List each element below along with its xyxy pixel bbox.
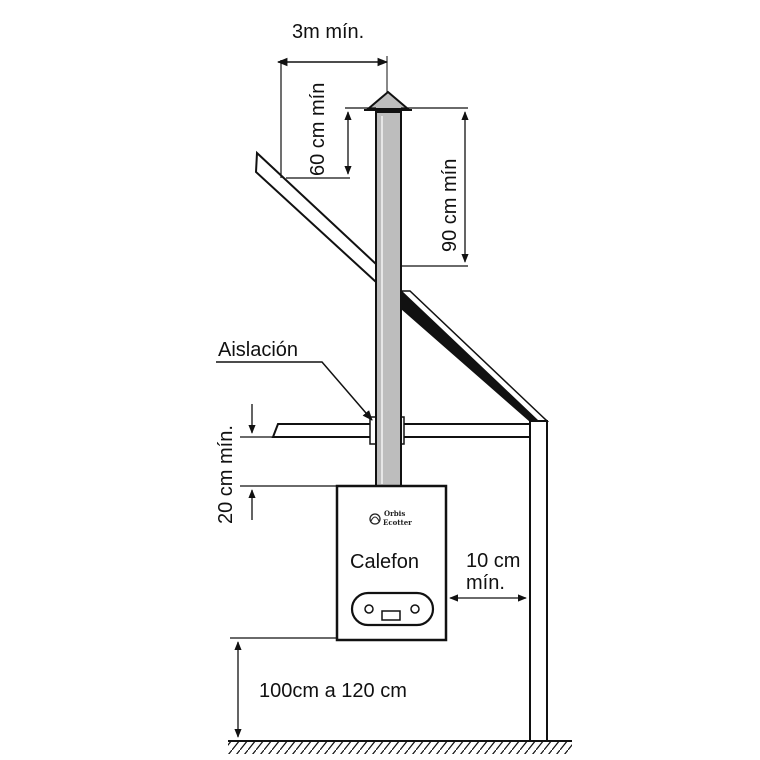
right-roof-slab-outline xyxy=(399,290,549,422)
brand-name-line2: Ecotter xyxy=(383,518,412,527)
brand-logo-icon xyxy=(369,513,381,525)
label-60cm-min: 60 cm mín xyxy=(307,83,329,176)
label-3m-min: 3m mín. xyxy=(292,21,364,43)
label-10cm: 10 cm xyxy=(466,550,520,572)
display-panel-icon xyxy=(350,591,435,627)
flue-pipe xyxy=(375,111,402,487)
dimension-90cm: 90 cm mín xyxy=(401,107,469,267)
label-10cm-min: mín. xyxy=(466,572,505,594)
side-wall xyxy=(529,420,548,742)
insulation-callout: Aislación xyxy=(216,339,373,421)
label-20cm-min: 20 cm mín. xyxy=(215,425,237,524)
ground-hatching xyxy=(228,741,572,754)
chimney-cap-icon xyxy=(364,90,412,111)
label-90cm-min: 90 cm mín xyxy=(439,159,461,252)
dimension-10cm: 10 cm mín. xyxy=(449,550,527,602)
ground xyxy=(228,740,572,754)
label-insulation: Aislación xyxy=(218,339,298,361)
label-floor-height: 100cm a 120 cm xyxy=(259,680,407,702)
dimension-60cm: 60 cm mín xyxy=(286,83,376,179)
water-heater: Orbis Ecotter Calefon xyxy=(335,484,448,642)
dimension-floor-height: 100cm a 120 cm xyxy=(230,637,407,738)
right-roof-and-wall xyxy=(399,289,549,742)
dimension-3m: 3m mín. xyxy=(276,21,389,178)
heater-label: Calefon xyxy=(350,551,419,573)
brand-name-line1: Orbis xyxy=(384,509,405,518)
dimension-20cm: 20 cm mín. xyxy=(215,404,337,524)
